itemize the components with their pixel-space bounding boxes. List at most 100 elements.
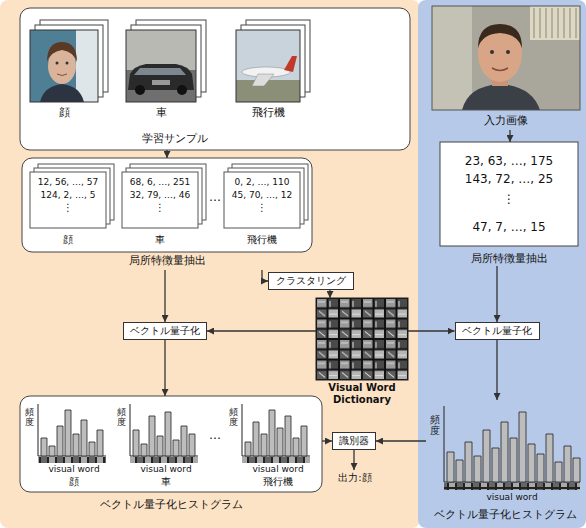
image-label: 車 — [126, 106, 196, 119]
feature-values: 143, 72, …, 25 — [440, 172, 578, 186]
flow-arrow — [207, 330, 316, 331]
face-photo-stack — [30, 20, 108, 102]
panel — [418, 0, 586, 528]
connectors — [165, 130, 510, 470]
input-photo — [530, 6, 580, 40]
image-caption: Visual Word Dictionary — [316, 382, 408, 406]
histogram-chart — [130, 457, 198, 463]
histogram-chart — [38, 457, 106, 463]
axis-label: visual word — [38, 464, 110, 475]
face-photo-stack — [76, 30, 98, 102]
input-photo — [462, 84, 540, 110]
feature-group: 12, 56, …, 57124, 2, …, 5⋮顔68, 6, …, 251… — [22, 158, 312, 270]
airplane-photo-stack — [236, 20, 310, 102]
face-photo-stack — [30, 30, 98, 102]
training-image: 車 — [126, 30, 196, 122]
image-label: 飛行機 — [242, 476, 314, 488]
group-caption: ベクトル量子化ヒストグラム — [20, 498, 322, 511]
input-image: 入力画像 — [432, 6, 580, 130]
feature-values: 124, 2, …, 5 — [30, 190, 106, 201]
group-frame — [440, 142, 578, 246]
car-photo-stack — [126, 30, 196, 102]
feature-card-stack — [122, 172, 198, 228]
histogram: 頻度 visual word ベクトル量子化ヒストグラム — [426, 400, 584, 524]
axis-label: 頻度 — [229, 408, 238, 428]
group-caption: 局所特徴量抽出 — [22, 254, 312, 267]
group-caption: ベクトル量子化ヒストグラム — [426, 508, 584, 521]
histogram-chart — [38, 404, 580, 490]
car-photo-stack — [134, 68, 186, 75]
input-photo — [432, 6, 580, 110]
image-label: 顔 — [30, 234, 106, 246]
face-photo-stack — [30, 30, 98, 102]
axis-label: visual word — [444, 492, 580, 503]
image-label: 飛行機 — [224, 234, 300, 246]
group-frame — [20, 8, 578, 492]
ellipsis-mark: ⋮ — [122, 202, 198, 214]
face-photo-stack — [47, 42, 77, 62]
airplane-photo-stack — [252, 74, 274, 86]
car-photo-stack — [135, 85, 145, 95]
histogram-chart — [242, 457, 310, 463]
feature-card-stack — [224, 172, 300, 228]
feature-box: 23, 63, …, 175143, 72, …, 25⋮47, 7, …, 1… — [440, 142, 578, 266]
group-frame — [20, 8, 410, 150]
flow-arrow — [496, 340, 497, 400]
input-photo — [490, 50, 494, 54]
axis-label: 頻度 — [430, 414, 440, 436]
car-photo-stack — [152, 80, 170, 85]
input-photo — [432, 6, 580, 110]
group-frame — [22, 158, 312, 252]
histogram: 頻度visual word飛行機 — [228, 400, 314, 490]
histogram-chart — [447, 412, 580, 482]
histogram-chart — [41, 410, 103, 456]
feature-card: 68, 6, …, 25132, 79, …, 46⋮車 — [122, 172, 198, 248]
car-photo-stack — [126, 20, 206, 102]
input-photo — [432, 6, 472, 110]
flow-arrow — [376, 440, 426, 441]
ellipsis-mark: ⋮ — [30, 202, 106, 214]
flow-arrow — [496, 266, 497, 322]
feature-card: 0, 2, …, 11045, 70, …, 12⋮飛行機 — [224, 172, 300, 248]
airplane-photo-stack — [236, 30, 300, 102]
ellipsis-mark: … — [206, 190, 224, 204]
airplane-photo-stack — [236, 80, 300, 102]
image-label: 顔 — [38, 476, 110, 488]
feature-values: 32, 79, …, 46 — [122, 190, 198, 201]
feature-values: 12, 56, …, 57 — [30, 177, 106, 188]
input-photo — [534, 8, 576, 38]
output-text: 出力:顔 — [330, 470, 380, 486]
input-photo — [478, 24, 522, 48]
flow-arrow — [166, 150, 167, 158]
airplane-photo-stack — [284, 56, 297, 72]
histogram-group: 頻度visual word顔頻度visual word車頻度visual wor… — [20, 396, 322, 516]
dictionary-image: Visual Word Dictionary — [316, 298, 408, 410]
flow-arrow — [322, 440, 332, 441]
box-label: ベクトル量子化 — [130, 325, 200, 337]
histogram: 頻度visual word顔 — [24, 400, 110, 490]
histogram-chart — [133, 412, 195, 456]
histogram-chart — [38, 404, 580, 482]
ellipsis-mark: ⋮ — [224, 202, 300, 214]
panel — [0, 0, 420, 528]
ellipsis-mark: … — [204, 428, 226, 442]
sample-group: 顔車飛行機学習サンプル — [20, 8, 410, 150]
box-label: クラスタリング — [275, 275, 347, 287]
classifier-box: 識別器 — [332, 432, 376, 450]
feature-card: 12, 56, …, 57 124, 2, …, 5⋮ 顔 — [30, 172, 106, 248]
box-label: ベクトル量子化 — [462, 325, 533, 337]
process-box: ベクトル量子化 — [123, 322, 207, 340]
dictionary-patches — [316, 298, 408, 380]
face-photo-stack — [40, 84, 84, 102]
flow-arrow — [329, 290, 330, 298]
flow-arrow — [353, 450, 354, 470]
image-label: 飛行機 — [231, 106, 305, 119]
image-label: 車 — [130, 476, 202, 488]
axis-label: visual word — [130, 464, 202, 475]
box-label: 識別器 — [339, 435, 369, 447]
histogram-chart — [245, 410, 307, 456]
box-label: 出力:顔 — [336, 472, 374, 484]
input-photo — [432, 6, 580, 110]
ellipsis-mark: ⋮ — [440, 192, 578, 206]
